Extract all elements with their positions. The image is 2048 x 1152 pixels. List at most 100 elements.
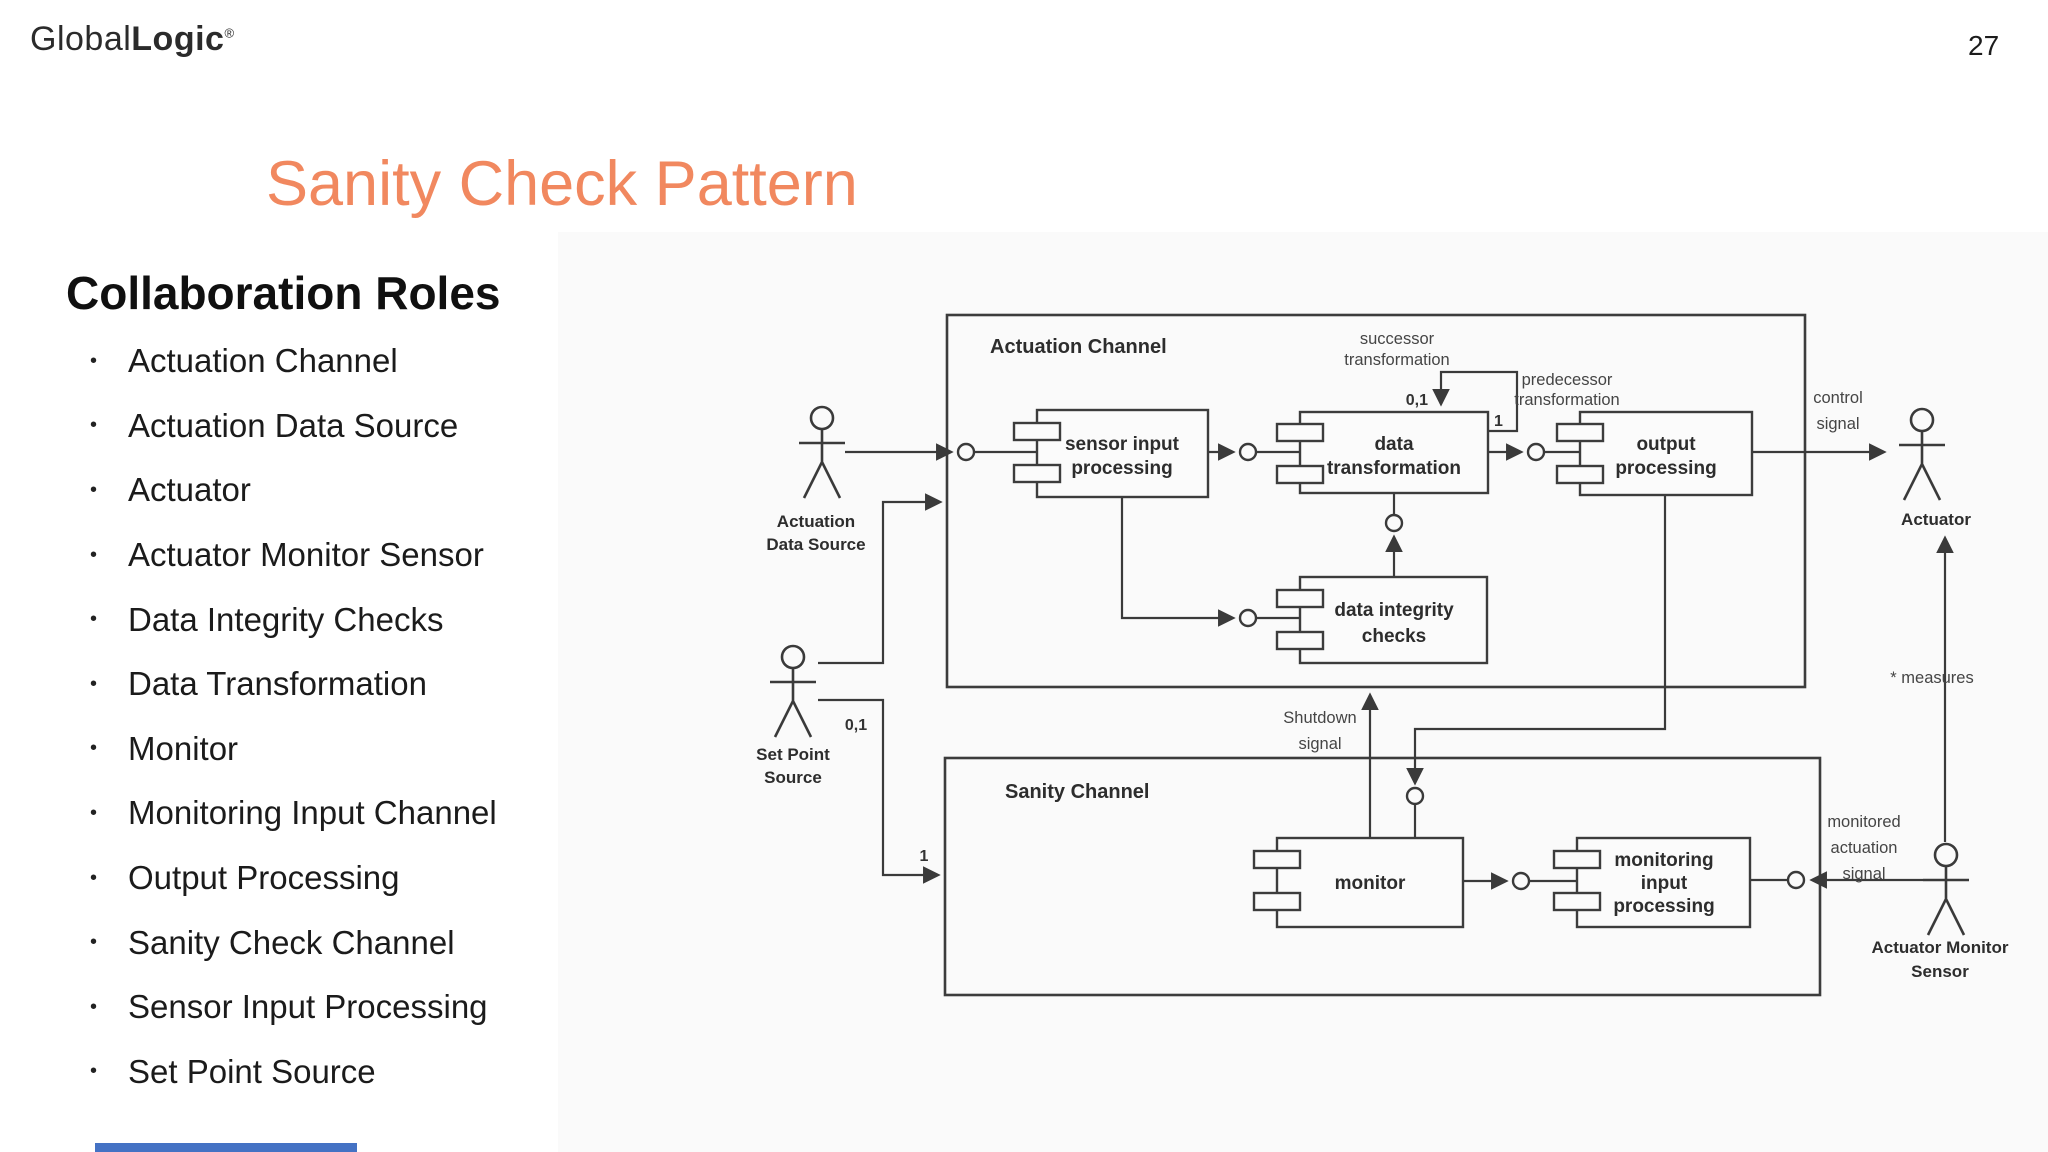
role-label: Sanity Check Channel [128,923,455,961]
actor-head-icon [809,405,835,431]
label-multiplicity-1: 1 [1494,413,1503,430]
label-predecessor-transformation: predecessor [1522,371,1613,389]
list-item: • Set Point Source [84,1040,497,1105]
list-item: • Actuator Monitor Sensor [84,523,497,588]
label-monitored-actuation-signal: signal [1842,865,1885,883]
ball-interface-icon [956,442,976,462]
actor-set-point-source [770,644,816,738]
list-item: • Monitoring Input Channel [84,781,497,846]
svg-text:output: output [1636,434,1696,455]
connector-data-integrity-checks-to-data-transformation [1384,493,1404,577]
roles-list: • Actuation Channel •Actuation Data Sourc… [84,329,497,1104]
svg-text:transformation: transformation [1327,458,1461,479]
actor-head-icon [1933,842,1959,868]
connector-monitor-to-monitoring-input [1463,871,1577,891]
bullet-icon: • [90,543,98,566]
connector-actuation-data-source-to-sensor-input [845,442,1037,462]
list-item: •Data Integrity Checks [84,587,497,652]
list-item: •Actuator [84,458,497,523]
label-successor-transformation: successor [1360,330,1435,348]
ball-interface-icon [1786,870,1806,890]
label-monitored-actuation-signal: monitored [1827,813,1900,831]
role-label: Data Transformation [128,665,427,703]
svg-text:data integrity: data integrity [1334,600,1454,621]
sanity-channel-label: Sanity Channel [1005,781,1149,803]
actuation-channel-label: Actuation Channel [990,336,1167,358]
label-predecessor-transformation: transformation [1514,391,1619,409]
actor-head-icon [780,644,806,670]
registered-mark: ® [224,25,235,41]
role-label: Actuation Channel [128,342,398,380]
bullet-icon: • [90,1060,98,1083]
bullet-icon: • [90,478,98,501]
actor-label: Set Point [756,745,830,764]
role-label: Monitoring Input Channel [128,794,497,832]
actor-head-icon [1909,407,1935,433]
connector-set-point-source-to-actuation-channel [818,493,943,665]
ball-interface-icon [1526,442,1546,462]
list-item: •Actuation Data Source [84,394,497,459]
label-control-signal: signal [1816,415,1859,433]
label-multiplicity-1: 1 [920,848,929,865]
ball-interface-icon [1511,871,1531,891]
ball-interface-icon [1238,442,1258,462]
svg-text:processing: processing [1613,896,1714,917]
component-tab-icon [1275,630,1325,651]
component-tab-icon [1275,422,1325,443]
connector-sensor-input-to-data-transformation [1208,442,1300,462]
component-sensor-input-processing: sensor input processing [1012,408,1210,499]
bullet-icon: • [90,866,98,889]
connector-data-transformation-to-output-processing [1488,442,1580,462]
label-measures: * measures [1890,669,1973,687]
component-output-processing: output processing [1555,410,1754,497]
connector-transformation-self-loop [1432,370,1519,433]
role-label: Set Point Source [128,1052,376,1090]
ball-interface-icon [1238,608,1258,628]
actor-label: Actuator Monitor [1872,938,2009,957]
logo-text-regular: Global [30,20,132,58]
svg-text:processing: processing [1071,458,1172,479]
actor-label: Source [764,768,822,787]
ball-interface-icon [1405,786,1425,806]
component-monitor: monitor [1252,836,1465,929]
roles-heading: Collaboration Roles [66,267,501,319]
component-tab-icon [1552,849,1602,870]
page-title: Sanity Check Pattern [266,149,858,219]
connector-actuator-monitor-sensor-to-monitoring-input [1750,870,1923,890]
bullet-icon: • [90,931,98,954]
bullet-icon: • [90,801,98,824]
actor-actuator [1899,407,1945,501]
svg-text:monitor: monitor [1335,873,1406,894]
bullet-icon: • [90,414,98,437]
component-tab-icon [1252,891,1302,912]
component-data-transformation: data transformation [1275,410,1490,495]
list-item: • Actuation Channel [84,329,497,394]
slide-number: 27 [1968,30,2000,61]
connector-set-point-source-to-sanity-channel [818,698,941,884]
diagram-background [558,232,2048,1152]
label-successor-transformation: transformation [1344,351,1449,369]
component-tab-icon [1275,588,1325,609]
list-item: •Monitor [84,717,497,782]
svg-text:monitoring: monitoring [1614,850,1713,871]
component-tab-icon [1252,849,1302,870]
globallogic-logo: GlobalLogic® [30,20,235,59]
footer-accent-bar [95,1143,357,1152]
list-item: •Output Processing [84,846,497,911]
bullet-icon: • [90,349,98,372]
role-label: Sensor Input Processing [128,988,488,1026]
connector-output-processing-to-monitor [1405,495,1667,838]
label-monitored-actuation-signal: actuation [1831,839,1898,857]
role-label: Monitor [128,729,239,767]
component-monitoring-input-processing: monitoring input processing [1552,836,1752,929]
role-label: Actuator Monitor Sensor [128,536,484,574]
component-tab-icon [1555,464,1605,485]
svg-text:processing: processing [1615,458,1716,479]
list-item: • Sanity Check Channel [84,910,497,975]
label-control-signal: control [1813,389,1863,407]
actor-actuator-monitor-sensor [1923,842,1969,936]
bullet-icon: • [90,608,98,631]
ball-interface-icon [1384,513,1404,533]
